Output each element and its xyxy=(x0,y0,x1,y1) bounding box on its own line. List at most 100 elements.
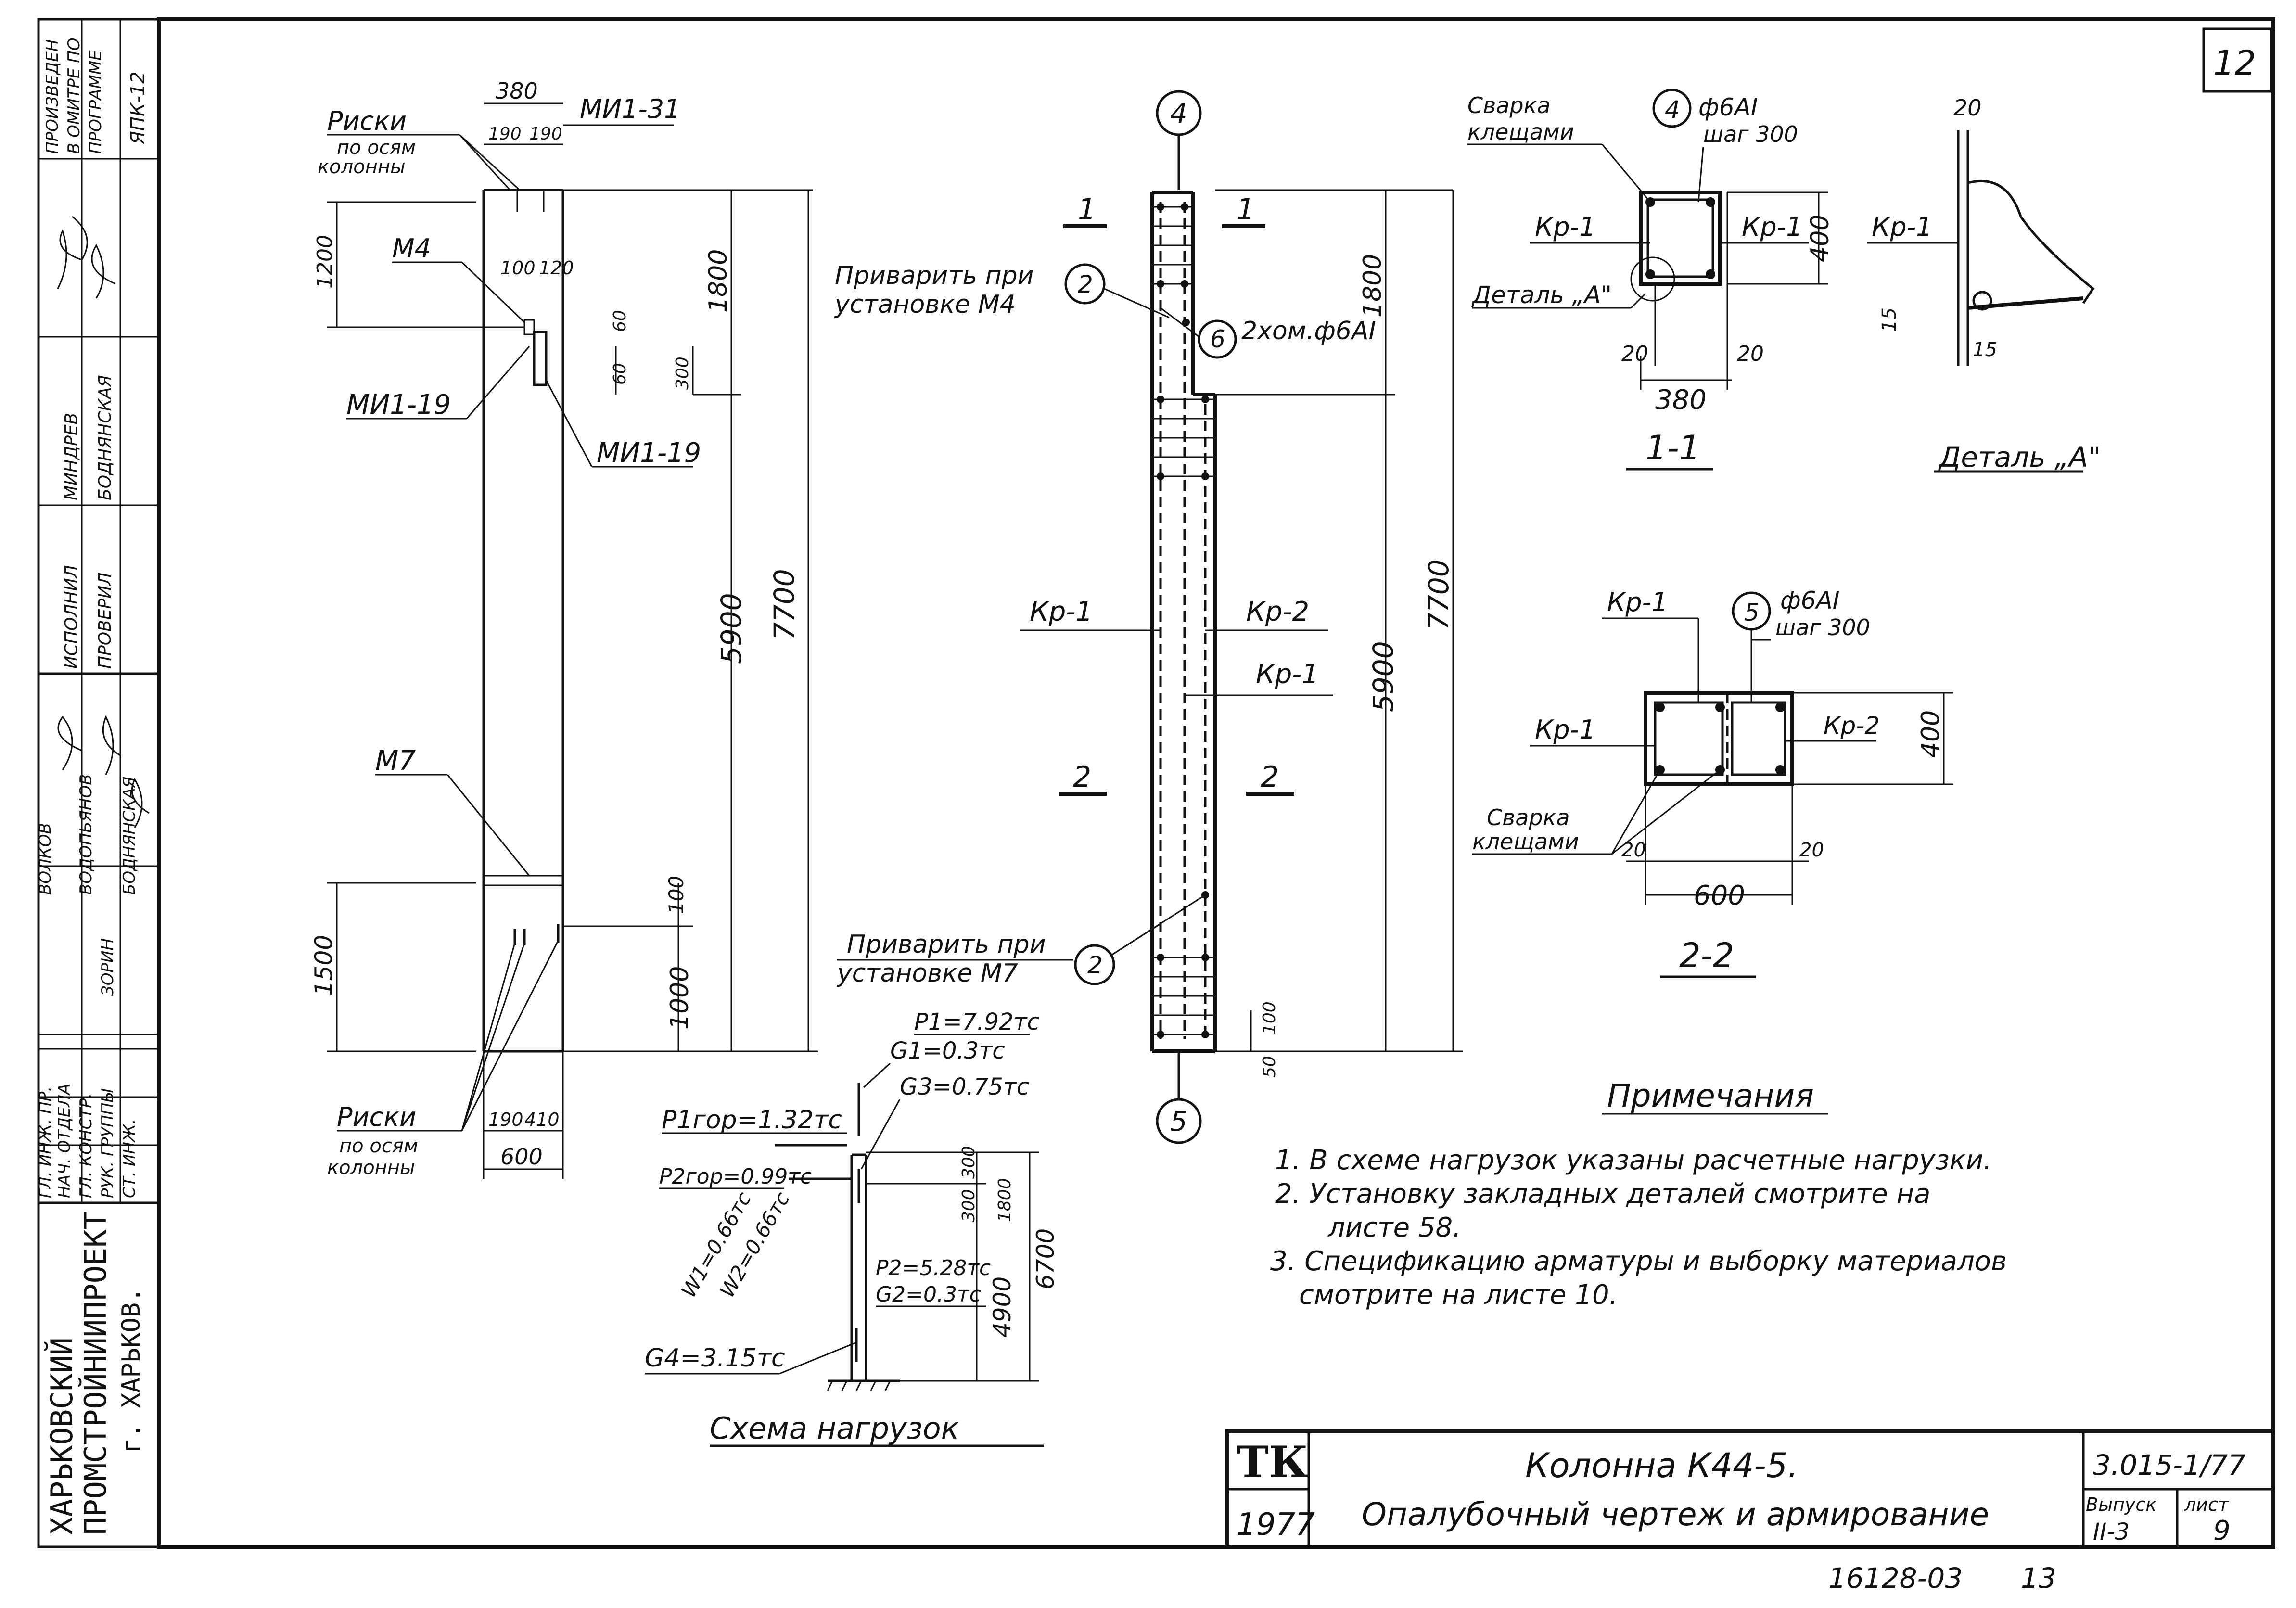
load-g4: G4=3.15тс xyxy=(645,1344,785,1373)
kr2-right: Кр-2 xyxy=(1246,596,1309,627)
s11-weld-2: клещами xyxy=(1467,119,1574,145)
s22-step: шаг 300 xyxy=(1775,614,1870,640)
load-d6700: 6700 xyxy=(1032,1228,1059,1289)
dim-120: 120 xyxy=(539,257,574,279)
dim-60a: 60 xyxy=(610,363,630,385)
load-scheme-title: Схема нагрузок xyxy=(710,1411,959,1446)
drawing-title: Колонна К44-5. xyxy=(1525,1446,1799,1485)
s11-title: 1-1 xyxy=(1645,428,1700,468)
tk-logo: ТК xyxy=(1237,1437,1308,1488)
stamp-name-2: ВОДОПЬЯНОВ xyxy=(77,774,96,895)
dim-5900-reinf: 5900 xyxy=(1367,641,1400,712)
stamp-name-1: ВОЛКОВ xyxy=(36,823,55,895)
detail-d15a: 15 xyxy=(1878,307,1901,332)
s22-kr2-right: Кр-2 xyxy=(1824,712,1880,740)
dim-7700-reinf: 7700 xyxy=(1422,559,1455,630)
s11-d380: 380 xyxy=(1655,384,1707,416)
section-2-2: Кр-1 5 ф6АI шаг 300 Кр-1 Кр-2 400 Сварка… xyxy=(1472,587,1953,978)
elevation-view: 380 190 190 МИ1-31 Риски по осям колонны… xyxy=(310,78,818,1179)
dim-5900-elev: 5900 xyxy=(715,593,748,664)
left-stamp: ПРОИЗВЕДЕН В ОМИТРЕ ПО ПРОГРАММЕ ЯПК-12 … xyxy=(36,18,160,1548)
axis-4-label: 4 xyxy=(1170,98,1187,129)
load-g1: G1=0.3тс xyxy=(890,1037,1005,1064)
s22-kr1-top: Кр-1 xyxy=(1607,587,1668,617)
notes: Примечания 1. В схеме нагрузок указаны р… xyxy=(1270,1077,2007,1311)
reinforcement-view: 4 5 xyxy=(834,90,1463,1144)
s11-detail-ref: Деталь „А" xyxy=(1471,281,1612,309)
dim-100: 100 xyxy=(500,257,536,279)
section-1-1: 20 20 380 400 Сварка клещами 4 ф6АI шаг … xyxy=(1467,89,1835,471)
dim-1800-reinf: 1800 xyxy=(1358,254,1387,318)
s22-pos: 5 xyxy=(1744,599,1760,626)
dim-1800-elev: 1800 xyxy=(704,249,733,313)
signature-4 xyxy=(102,715,121,775)
stamp-role-2: НАЧ. ОТДЕЛА xyxy=(55,1084,74,1198)
s22-d20a: 20 xyxy=(1621,839,1646,861)
label-mi1-31: МИ1-31 xyxy=(580,94,681,124)
dim-300: 300 xyxy=(673,357,692,390)
section-mark-2-left: 2 xyxy=(1073,760,1091,794)
note-2: 2. Установку закладных деталей смотрите … xyxy=(1275,1178,1930,1210)
stamp-org-2: ПРОМСТРОЙНИИПРОЕКТ xyxy=(78,1212,113,1535)
s11-step: шаг 300 xyxy=(1703,121,1798,147)
label-riski-top: Риски xyxy=(327,106,407,136)
note-3: 3. Спецификацию арматуры и выборку матер… xyxy=(1270,1246,2007,1277)
s22-d20b: 20 xyxy=(1799,839,1824,861)
label-riski-bottom-2: по осям xyxy=(339,1135,418,1157)
weld-m4-line2: установке М4 xyxy=(834,290,1016,319)
label-mi1-19-right: МИ1-19 xyxy=(597,437,701,469)
s11-d20a: 20 xyxy=(1621,342,1648,366)
series-code: 3.015-1/77 xyxy=(2093,1449,2245,1481)
signature-5 xyxy=(131,778,150,828)
load-d4900: 4900 xyxy=(988,1276,1016,1338)
weld-m7-line1: Приварить при xyxy=(847,930,1046,959)
stamp-org-1: ХАРЬКОВСКИЙ xyxy=(44,1337,79,1535)
load-d1800: 1800 xyxy=(995,1178,1015,1222)
dim-100b: 100 xyxy=(664,876,688,914)
load-p2gor: P2гор=0.99тс xyxy=(659,1164,812,1189)
page-number-box xyxy=(2202,27,2272,93)
pos-2-bottom: 2 xyxy=(1087,951,1103,979)
label-m4: М4 xyxy=(392,233,431,264)
clamp-note: 2хом.ф6АI xyxy=(1241,317,1376,345)
s22-title: 2-2 xyxy=(1679,936,1734,975)
archive-stamp: 16128-03 xyxy=(1828,1562,1963,1595)
dim-100-reinf: 100 xyxy=(1260,1001,1279,1034)
label-mi1-19-left: МИ1-19 xyxy=(346,389,451,421)
dim-50: 50 xyxy=(1260,1056,1279,1078)
stamp-role-4: РУК. ГРУППЫ xyxy=(98,1088,117,1198)
detail-d15b: 15 xyxy=(1973,339,1997,361)
load-p1gor: P1гор=1.32тс xyxy=(662,1106,842,1135)
notes-title: Примечания xyxy=(1607,1077,1814,1114)
dim-bot-b: 410 xyxy=(524,1109,560,1130)
dim-1500: 1500 xyxy=(310,935,338,996)
issue-value: II-3 xyxy=(2093,1519,2130,1545)
load-p1: P1=7.92тс xyxy=(914,1008,1040,1035)
label-m7: М7 xyxy=(375,745,416,777)
dim-1200: 1200 xyxy=(313,235,337,289)
dim-top-half-b: 190 xyxy=(529,124,562,144)
dim-7700-elev: 7700 xyxy=(768,569,801,640)
stamp-calc-note-3: ПРОГРАММЕ xyxy=(86,50,105,154)
stamp-executor-label: ИСПОЛНИЛ xyxy=(62,565,81,669)
s11-kr1-right: Кр-1 xyxy=(1742,212,1802,242)
stamp-calc-note-4: ЯПК-12 xyxy=(127,71,149,145)
stamp-name-4: БОДНЯНСКАЯ xyxy=(120,777,139,895)
s11-bar: ф6АI xyxy=(1698,93,1758,121)
s11-d400: 400 xyxy=(1806,215,1835,262)
weld-m7-line2: установке М7 xyxy=(836,959,1018,988)
dim-1000: 1000 xyxy=(665,966,694,1030)
label-riski-bottom-3: колонны xyxy=(327,1157,415,1179)
signature-2 xyxy=(91,243,116,299)
load-scheme: P1=7.92тс G1=0.3тс G3=0.75тс P1гор=1.32т… xyxy=(645,1008,1059,1447)
stamp-role-3: ГЛ. КОНСТР. xyxy=(77,1093,96,1198)
dim-bot-a: 190 xyxy=(488,1109,523,1130)
plate-mi1-19 xyxy=(533,331,548,386)
stamp-role-5: СТ. ИНЖ. xyxy=(120,1119,139,1198)
label-riski-bottom: Риски xyxy=(337,1102,416,1132)
dim-top-width: 380 xyxy=(496,78,538,104)
detail-kr1: Кр-1 xyxy=(1872,212,1932,242)
detail-title: Деталь „А" xyxy=(1938,441,2101,473)
issue-label: Выпуск xyxy=(2086,1494,2156,1515)
stamp-calc-note-2: В ОМИТРЕ ПО xyxy=(64,38,84,154)
